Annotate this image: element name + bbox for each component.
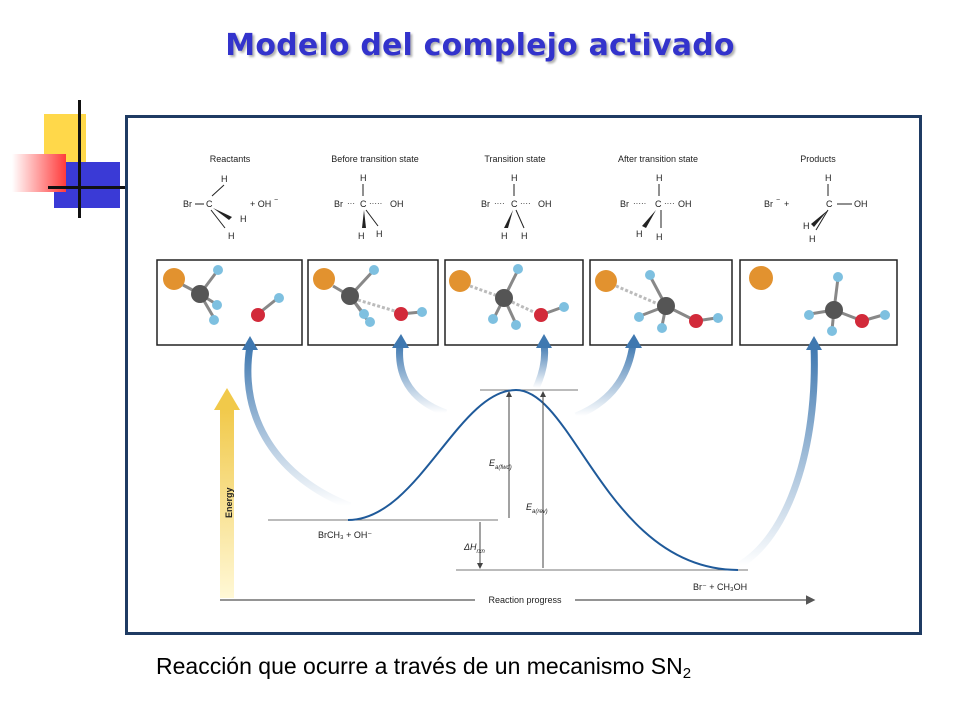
- arrow-to-after: [574, 343, 637, 420]
- svg-text:OH: OH: [538, 199, 552, 209]
- energy-axis-label: Energy: [224, 487, 234, 518]
- stage-heading-transition: Transition state: [484, 154, 545, 164]
- model-box-reactants: [156, 259, 303, 346]
- products-label: Br⁻ + CH₃OH: [693, 582, 747, 592]
- pointer-arrows: [242, 334, 822, 570]
- energy-curve: [347, 388, 739, 571]
- svg-text:C: C: [511, 199, 518, 209]
- caption-text: Reacción que ocurre a través de un mecan…: [156, 653, 683, 679]
- svg-text:C: C: [655, 199, 662, 209]
- dh-label: ΔHrxn: [463, 542, 486, 555]
- arrow-to-products: [736, 345, 818, 570]
- formula-transition: Br···· C····OH H H H: [481, 173, 552, 241]
- formula-before: Br ··· C····· OH H H H: [334, 173, 404, 241]
- svg-text:H: H: [358, 231, 365, 241]
- model-box-products: [739, 259, 898, 346]
- svg-text:·····: ·····: [633, 199, 646, 208]
- svg-text:H: H: [511, 173, 518, 183]
- svg-text:···: ···: [347, 199, 355, 208]
- stage-heading-products: Products: [800, 154, 836, 164]
- svg-text:H: H: [228, 231, 235, 241]
- svg-text:+: +: [784, 199, 789, 209]
- svg-text:+ OH: + OH: [250, 199, 271, 209]
- model-box-after: [589, 259, 733, 346]
- svg-text:H: H: [803, 221, 810, 231]
- caption-subscript: 2: [682, 665, 692, 682]
- svg-text:Br: Br: [183, 199, 192, 209]
- svg-text:C: C: [206, 199, 213, 209]
- svg-text:H: H: [221, 174, 228, 184]
- slide-ornament: [10, 100, 130, 220]
- svg-text:H: H: [825, 173, 832, 183]
- svg-text:H: H: [656, 173, 663, 183]
- page-title: Modelo del complejo activado: [225, 28, 735, 63]
- progress-axis: Reaction progress: [220, 592, 816, 606]
- svg-text:····: ····: [520, 199, 531, 208]
- svg-text:H: H: [360, 173, 367, 183]
- svg-text:H: H: [809, 234, 816, 244]
- svg-text:−: −: [776, 197, 780, 204]
- svg-text:H: H: [240, 214, 247, 224]
- svg-text:H: H: [501, 231, 508, 241]
- svg-text:H: H: [376, 229, 383, 239]
- svg-text:OH: OH: [854, 199, 868, 209]
- svg-text:H: H: [656, 232, 663, 242]
- svg-text:····: ····: [494, 199, 505, 208]
- reaction-diagram: Reactants Before transition state Transi…: [156, 154, 898, 606]
- progress-axis-label: Reaction progress: [488, 595, 562, 605]
- formula-products: Br−+ C OH H H H: [764, 173, 868, 244]
- svg-text:−: −: [274, 197, 278, 204]
- figure-frame: Reactants Before transition state Transi…: [125, 115, 922, 635]
- svg-text:OH: OH: [390, 199, 404, 209]
- model-box-before: [307, 259, 439, 346]
- svg-text:H: H: [636, 229, 643, 239]
- svg-text:Br: Br: [481, 199, 490, 209]
- svg-text:C: C: [826, 199, 833, 209]
- svg-text:Br: Br: [620, 199, 629, 209]
- model-box-transition: [444, 259, 584, 346]
- svg-text:Br: Br: [764, 199, 773, 209]
- svg-text:Br: Br: [334, 199, 343, 209]
- svg-text:OH: OH: [678, 199, 692, 209]
- caption: Reacción que ocurre a través de un mecan…: [156, 653, 691, 682]
- arrow-to-transition: [532, 343, 549, 390]
- svg-text:····: ····: [664, 199, 675, 208]
- stage-heading-after: After transition state: [618, 154, 698, 164]
- stage-heading-before: Before transition state: [331, 154, 419, 164]
- stage-heading-reactants: Reactants: [210, 154, 251, 164]
- energy-axis: Energy: [214, 388, 240, 598]
- formula-after: Br ····· C····OH H H H: [620, 173, 692, 242]
- arrow-to-reactants: [244, 345, 352, 510]
- svg-text:·····: ·····: [369, 199, 382, 208]
- formula-reactants: Br C + OH− H H H: [183, 174, 278, 241]
- svg-text:C: C: [360, 199, 367, 209]
- reactants-label: BrCH₃ + OH⁻: [318, 530, 372, 540]
- arrow-to-before: [396, 343, 448, 417]
- ea-rev-label: Ea(rev): [526, 502, 548, 515]
- svg-text:H: H: [521, 231, 528, 241]
- ea-fwd-label: Ea(fwd): [489, 458, 512, 471]
